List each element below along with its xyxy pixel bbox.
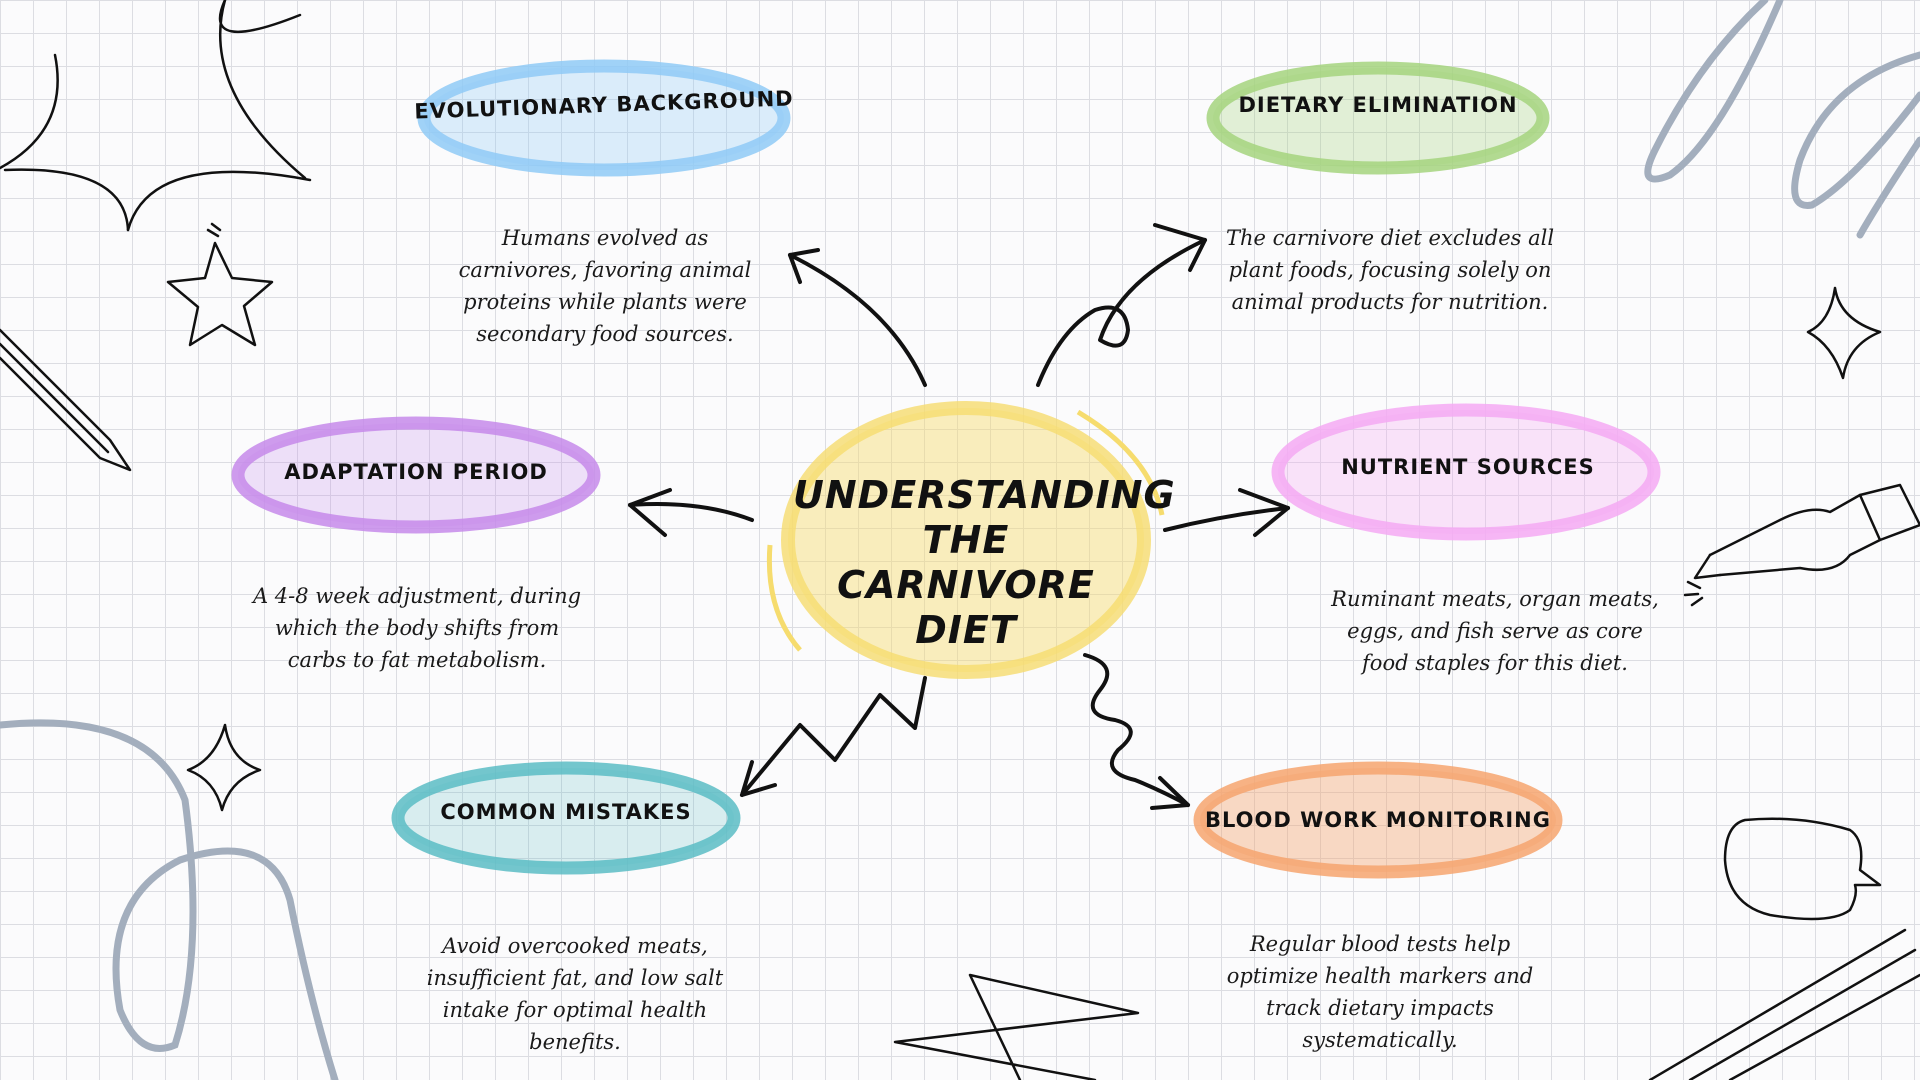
arrow-adaptation xyxy=(628,488,754,537)
desc-mistakes: Avoid overcooked meats, insufficient fat… xyxy=(426,934,724,1054)
mistakes-highlight xyxy=(391,761,741,875)
pointing-hand-icon xyxy=(1683,483,1920,607)
desc-bloodwork: Regular blood tests help optimize health… xyxy=(1226,932,1534,1052)
speech-bubble-icon xyxy=(1723,817,1882,921)
label-mistakes: Common Mistakes xyxy=(440,800,692,824)
arrow-mistakes xyxy=(740,676,927,797)
label-adaptation: Adaptation Period xyxy=(284,460,548,484)
diamond-sparkle-left-icon xyxy=(186,723,262,812)
arrow-bloodwork xyxy=(1083,653,1190,810)
arrow-elimination xyxy=(1036,223,1207,387)
desc-nutrients: Ruminant meats, organ meats, eggs, and f… xyxy=(1331,587,1659,675)
hatch-lines-icon xyxy=(1648,928,1920,1080)
label-elimination: Dietary Elimination xyxy=(1238,93,1518,117)
sparkle-large-icon xyxy=(0,0,312,232)
pencil-icon xyxy=(0,328,132,472)
bloodwork-highlight xyxy=(1193,761,1563,879)
nutrients-highlight xyxy=(1271,403,1661,541)
star-outline-icon xyxy=(166,222,274,347)
elimination-highlight xyxy=(1206,61,1550,175)
label-bloodwork: Blood Work Monitoring xyxy=(1205,808,1551,832)
desc-adaptation: A 4-8 week adjustment, during which the … xyxy=(252,584,582,672)
arrow-evolutionary xyxy=(788,248,927,387)
adaptation-highlight xyxy=(231,416,601,534)
evolutionary-highlight xyxy=(417,59,791,177)
diamond-sparkle-right-icon xyxy=(1806,286,1882,380)
grey-ribbon-scribble-icon xyxy=(1644,0,1920,239)
central-title: Understanding the Carnivore Diet xyxy=(793,473,1176,652)
arrow-nutrients xyxy=(1163,488,1290,537)
grey-loop-scribble-icon xyxy=(0,719,339,1080)
star-scribble-icon xyxy=(893,973,1140,1080)
central-highlight xyxy=(766,401,1165,679)
desc-elimination: The carnivore diet excludes all plant fo… xyxy=(1225,226,1555,314)
desc-evolutionary: Humans evolved as carnivores, favoring a… xyxy=(458,226,752,346)
label-nutrients: Nutrient Sources xyxy=(1341,455,1595,479)
